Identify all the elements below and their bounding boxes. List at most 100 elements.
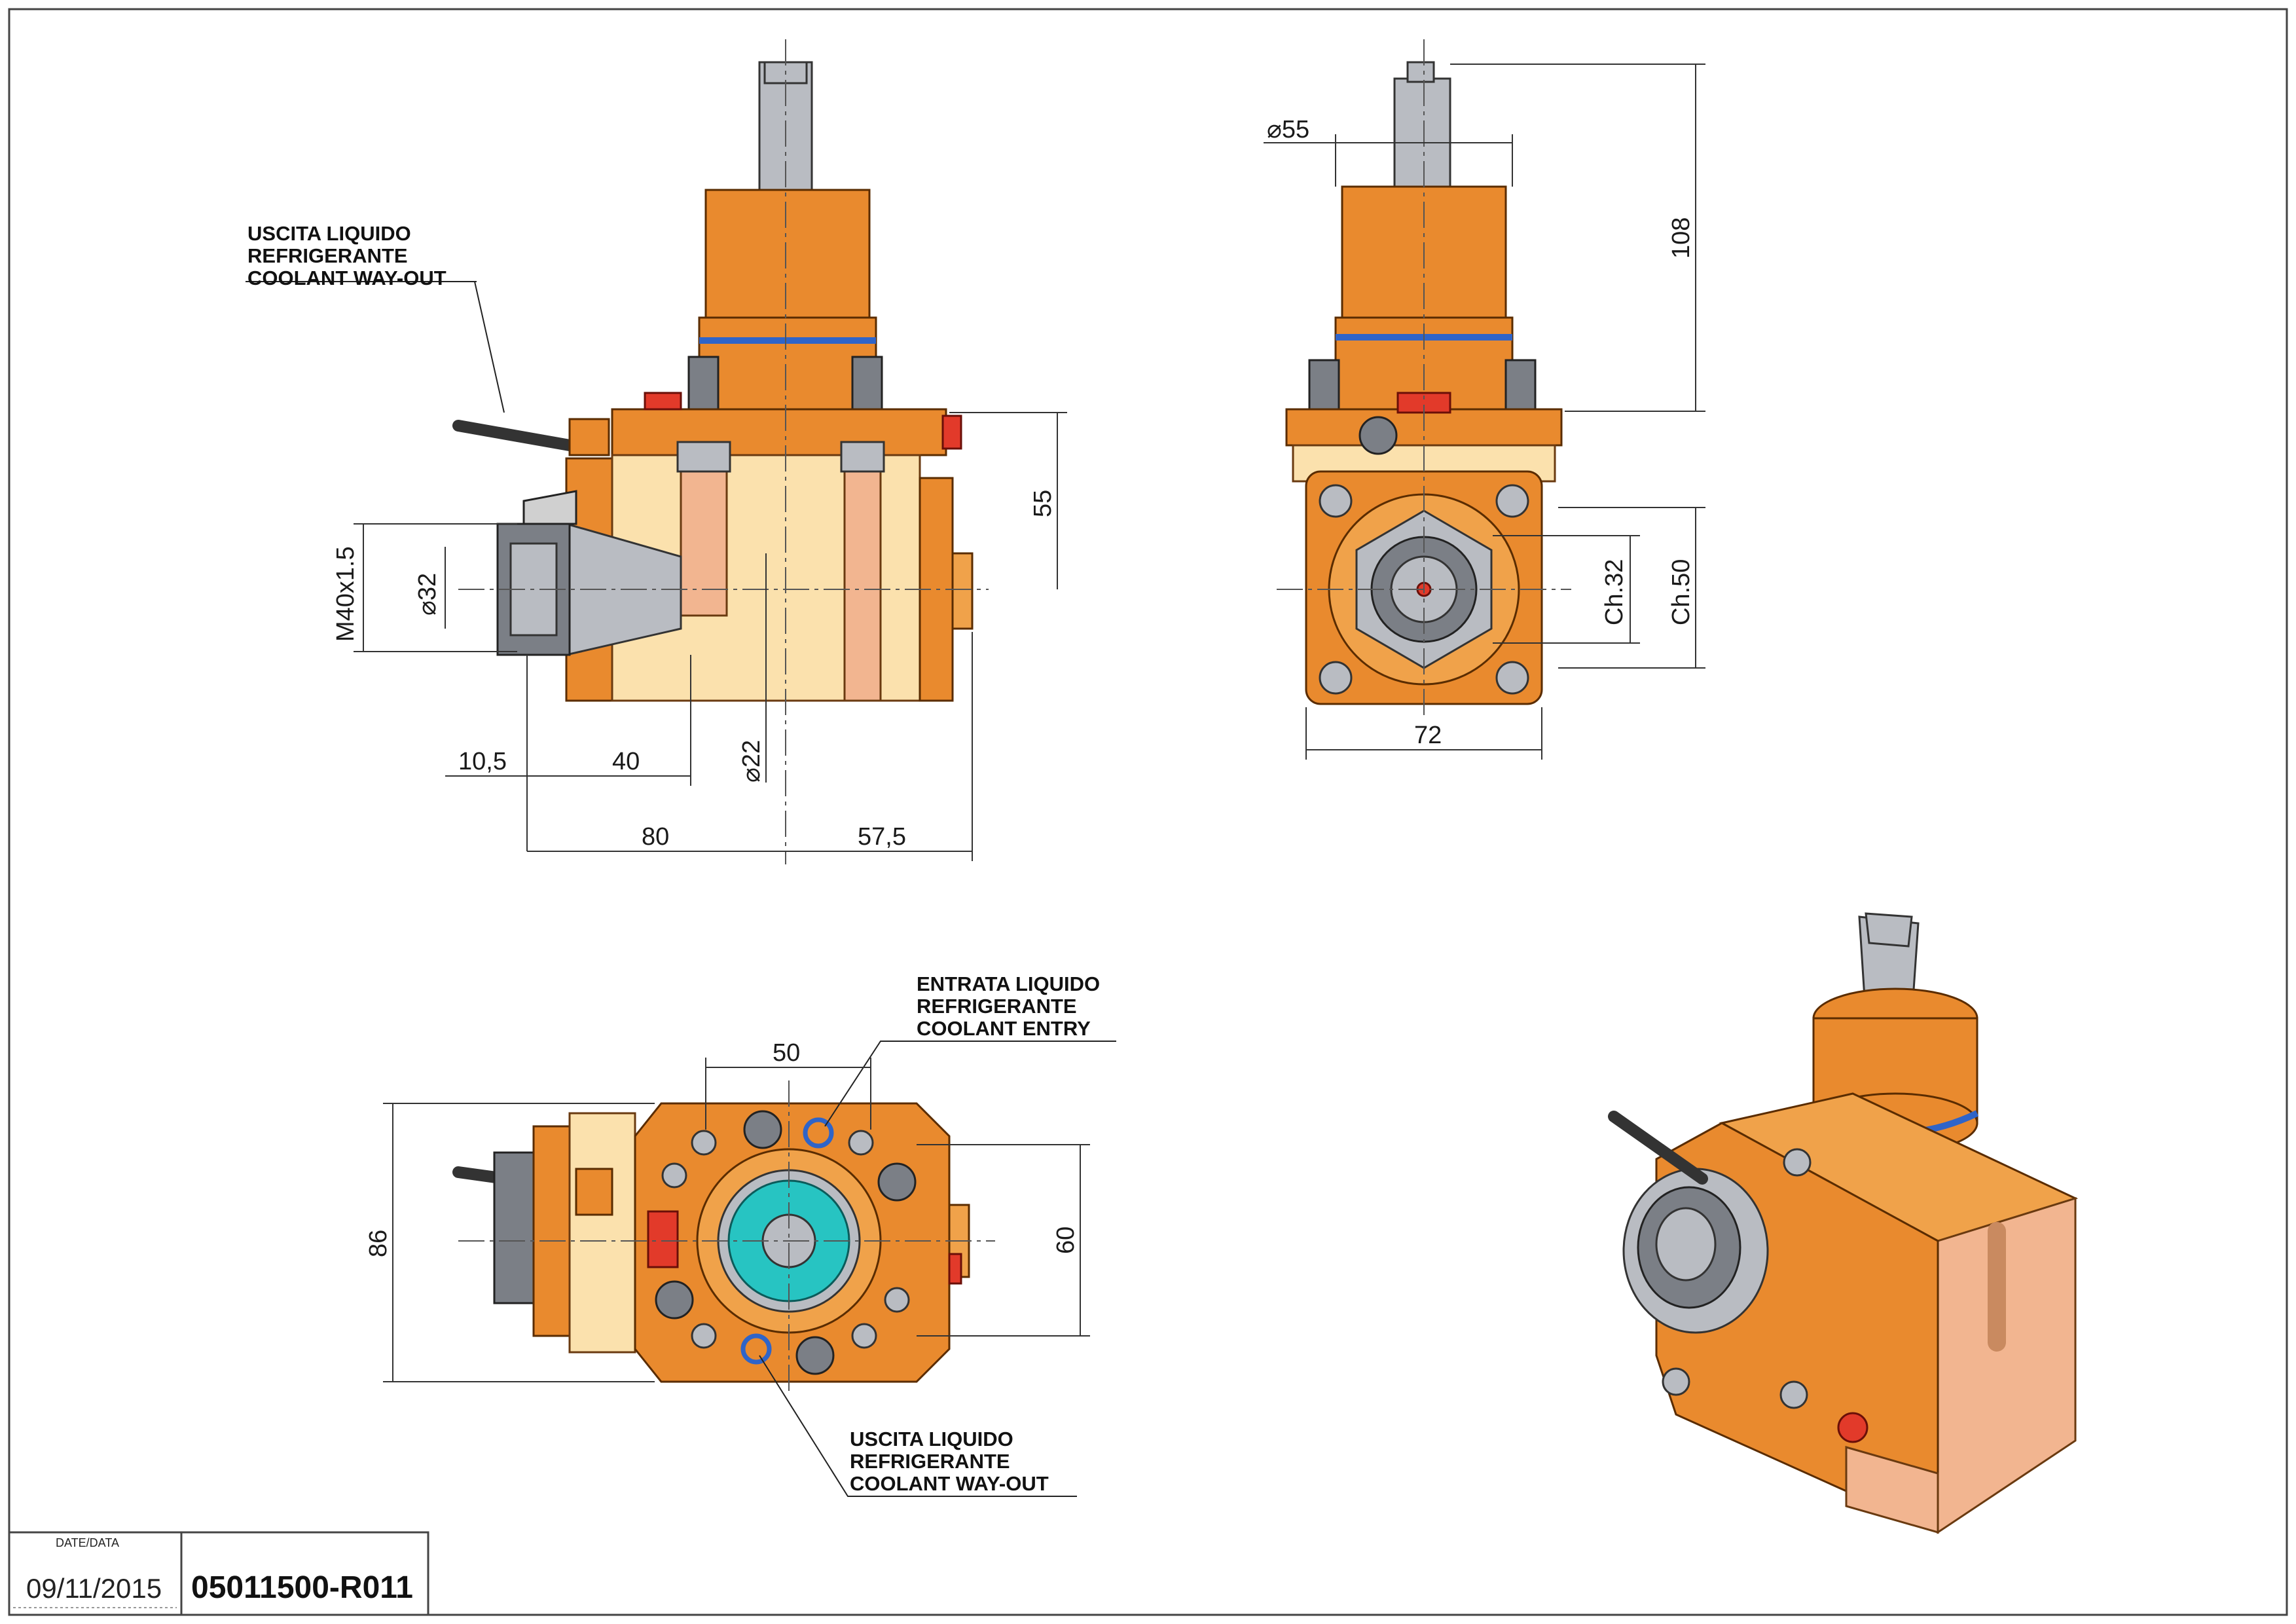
dim-80-text: 80: [642, 823, 669, 851]
side-flange: [611, 408, 947, 456]
dim-40-text: 40: [612, 748, 640, 775]
top-right-red: [948, 1253, 962, 1285]
note-out-bottom-line1: USCITA LIQUIDO: [850, 1428, 1013, 1450]
note-out-bottom-line2: REFRIGERANTE: [850, 1450, 1010, 1473]
iso-bolt-1: [1783, 1148, 1812, 1177]
dim-d32-symbol: ⌀: [414, 600, 441, 616]
title-block: DATE/DATA 09/11/2015 05011500-R011: [8, 1531, 429, 1616]
dim-50-text: 50: [773, 1039, 800, 1067]
side-stud-right: [851, 356, 883, 414]
top-view: [452, 1041, 1116, 1497]
date-value: 09/11/2015: [26, 1573, 162, 1604]
title-block-frame: [8, 1531, 429, 1616]
dim-105-text: 10,5: [458, 748, 507, 775]
dim-d22-value: 22: [738, 740, 765, 767]
top-left-plate: [532, 1125, 571, 1337]
note-entry-line2: REFRIGERANTE: [917, 995, 1077, 1018]
top-coolant-out-port: [740, 1333, 772, 1365]
dim-d32-text: ⌀32: [414, 573, 441, 616]
front-stud-left: [1308, 359, 1340, 414]
front-bolt-bl: [1319, 661, 1353, 695]
note-out-top-line3: COOLANT WAY-OUT: [247, 267, 446, 289]
dim-55f-text: ⌀55: [1267, 116, 1309, 143]
side-cut-section: [522, 490, 577, 525]
side-cylinder-lower: [698, 316, 877, 411]
iso-bolt-3: [1779, 1380, 1808, 1409]
dim-72-text: 72: [1414, 722, 1442, 749]
isometric-view: [1608, 912, 2079, 1534]
top-bolt-3: [655, 1280, 694, 1320]
iso-right-face: [1937, 1196, 2077, 1534]
note-coolant-out-bottom: USCITA LIQUIDO REFRIGERANTE COOLANT WAY-…: [850, 1428, 1049, 1495]
dim-60-text: 60: [1052, 1227, 1080, 1254]
iso-shank-tip: [1865, 912, 1913, 948]
dim-ch32-text: Ch.32: [1601, 559, 1628, 625]
note-coolant-out-top: USCITA LIQUIDO REFRIGERANTE COOLANT WAY-…: [247, 222, 446, 289]
side-coolant-fitting: [568, 418, 610, 456]
note-entry-line1: ENTRATA LIQUIDO: [917, 972, 1100, 995]
iso-red-plug: [1837, 1412, 1868, 1443]
dim-55f-symbol: ⌀: [1267, 116, 1282, 143]
front-bolt-tl: [1319, 484, 1353, 518]
date-label: DATE/DATA: [56, 1536, 119, 1549]
top-view-dimensions: 50 86 60: [365, 1039, 1090, 1382]
top-screw-5: [691, 1323, 717, 1349]
side-red-plug: [644, 392, 682, 411]
front-bolt-tr: [1495, 484, 1529, 518]
side-view: [246, 39, 989, 864]
top-coolant-entry-port: [803, 1117, 834, 1149]
entry-leader: [824, 1041, 1116, 1127]
note-entry-line3: COOLANT ENTRY: [917, 1017, 1091, 1040]
side-stud-left: [687, 356, 720, 414]
side-pin-cap-left: [676, 441, 731, 473]
top-screw-1: [691, 1130, 717, 1156]
dim-d22-symbol: ⌀: [738, 767, 765, 783]
dim-d32-value: 32: [414, 573, 441, 600]
iso-bolt-2: [1662, 1367, 1690, 1396]
dim-55f-value: 55: [1282, 116, 1309, 143]
top-left-block: [568, 1112, 636, 1354]
outbottom-leader: [759, 1355, 1077, 1497]
drawing-code: 05011500-R011: [191, 1570, 413, 1605]
side-coolant-boss: [951, 552, 974, 630]
front-shank-tip: [1406, 61, 1435, 83]
dim-m40-text: M40x1.5: [332, 546, 359, 642]
side-copper-pin-right: [843, 457, 882, 702]
front-view-dimensions: ⌀55 108 Ch.32 Ch.50 72: [1264, 64, 1705, 760]
iso-coolant-tube: [1608, 1111, 1708, 1185]
top-screw-3: [661, 1162, 687, 1189]
side-view-dimensions: M40x1.5 ⌀32 55 10,5 40 ⌀22 80 57,5: [332, 412, 1067, 861]
dim-86-text: 86: [365, 1230, 392, 1257]
side-red-plug-right: [941, 415, 962, 450]
note-out-top-line1: USCITA LIQUIDO: [247, 222, 411, 245]
iso-bottom-pad: [1845, 1446, 1939, 1534]
top-collet-nut: [493, 1151, 535, 1304]
top-fitting: [575, 1168, 613, 1216]
top-screw-4: [884, 1287, 910, 1313]
note-out-bottom-line3: COOLANT WAY-OUT: [850, 1472, 1049, 1495]
dim-575-text: 57,5: [858, 823, 906, 851]
dim-55-text: 55: [1029, 490, 1057, 517]
top-bolt-1: [743, 1110, 782, 1149]
dim-ch50-text: Ch.50: [1667, 559, 1695, 625]
side-coolant-leader: [474, 281, 505, 413]
top-screw-6: [851, 1323, 877, 1349]
top-bolt-2: [877, 1162, 917, 1202]
top-bolt-4: [795, 1336, 835, 1375]
iso-collet-inner: [1655, 1207, 1717, 1282]
side-copper-pin-left: [680, 457, 728, 617]
front-stud-right: [1504, 359, 1537, 414]
top-red-plug: [647, 1210, 679, 1268]
note-out-top-line2: REFRIGERANTE: [247, 244, 408, 267]
drawing-frame: [8, 8, 2288, 1616]
front-bolt-br: [1495, 661, 1529, 695]
front-view: [1277, 39, 1571, 720]
note-coolant-entry: ENTRATA LIQUIDO REFRIGERANTE COOLANT ENT…: [917, 972, 1100, 1040]
side-pin-cap-right: [840, 441, 885, 473]
front-coolant-fitting: [1358, 416, 1398, 455]
side-cylinder: [704, 189, 871, 319]
top-screw-2: [848, 1130, 874, 1156]
front-shank: [1393, 77, 1451, 191]
dim-d22-text: ⌀22: [738, 740, 765, 783]
